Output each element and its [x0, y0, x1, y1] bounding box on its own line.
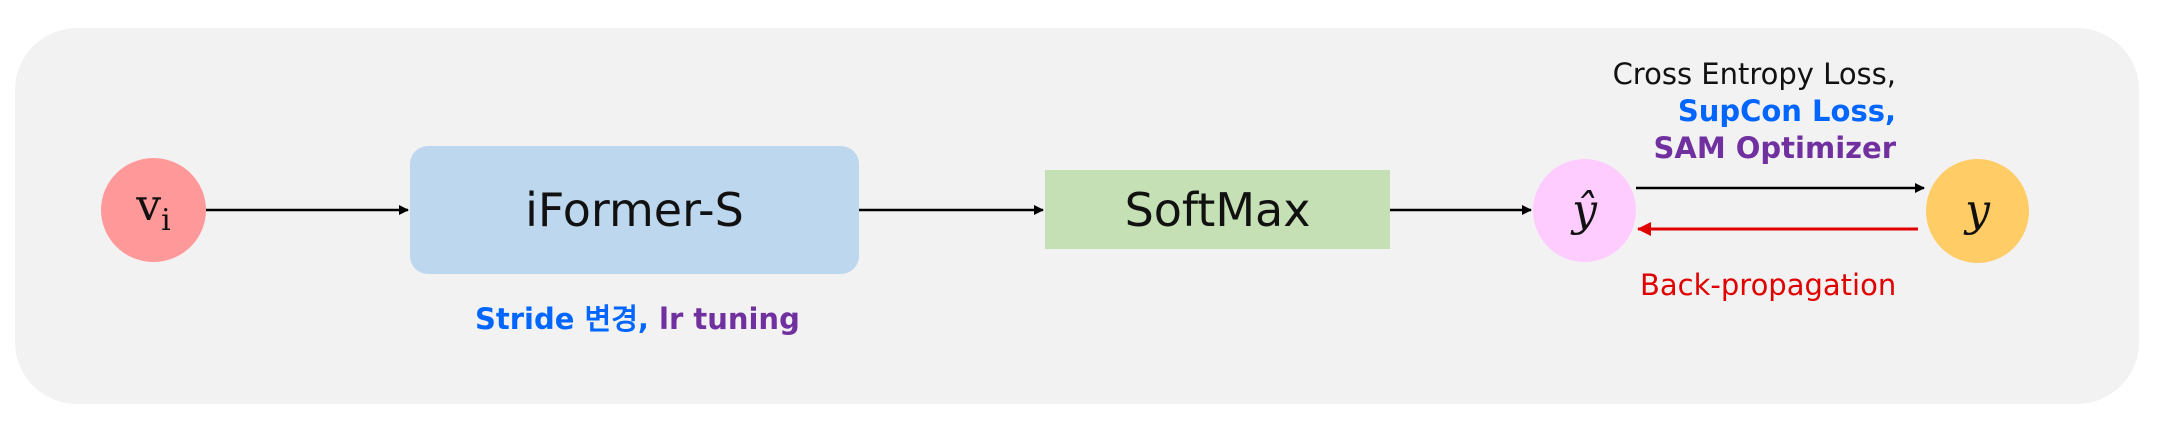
backprop-label: Back-propagation [1640, 268, 1897, 302]
loss-line-cross-entropy: Cross Entropy Loss, [1612, 57, 1896, 91]
input-symbol-main: v [136, 180, 162, 231]
prediction-symbol: ŷ [1572, 184, 1597, 236]
prediction-node: ŷ [1533, 159, 1636, 262]
softmax-box: SoftMax [1045, 170, 1390, 249]
model-caption-part1: Stride 변경, [475, 302, 659, 336]
loss-label: Cross Entropy Loss, SupCon Loss, SAM Opt… [1613, 56, 1896, 167]
model-caption: Stride 변경, lr tuning [475, 296, 800, 338]
input-symbol: vi [136, 184, 170, 236]
target-symbol: y [1965, 185, 1990, 236]
loss-line-supcon: SupCon Loss, [1677, 94, 1896, 128]
target-node: y [1926, 159, 2029, 263]
softmax-label: SoftMax [1124, 182, 1311, 237]
model-label: iFormer-S [525, 183, 744, 237]
input-node: vi [101, 158, 206, 262]
model-caption-part2: lr tuning [659, 302, 800, 336]
loss-line-sam: SAM Optimizer [1653, 131, 1896, 165]
model-box: iFormer-S [410, 146, 859, 274]
input-symbol-subscript: i [161, 203, 171, 238]
